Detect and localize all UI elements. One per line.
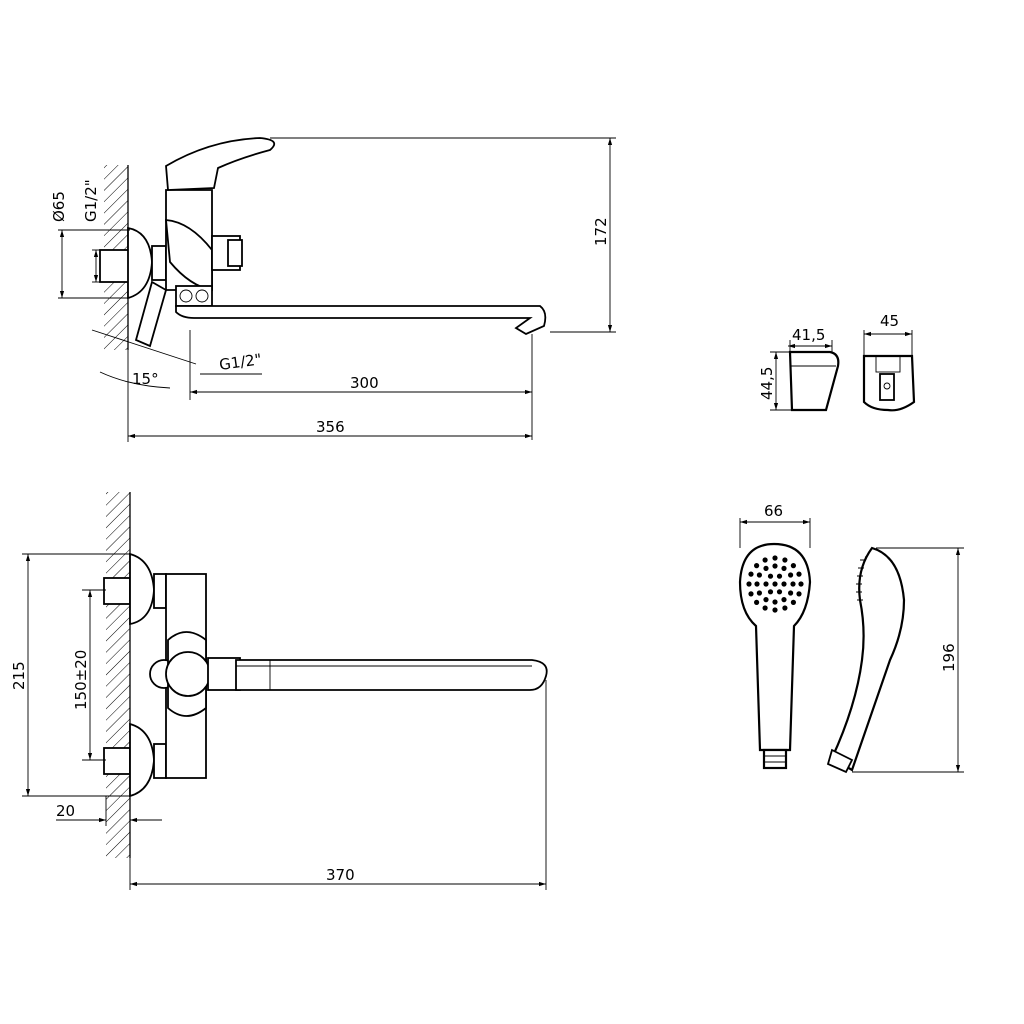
- shower-holder: 41,5 44,5 45: [758, 312, 916, 412]
- label-spout-reach: 300: [350, 374, 379, 392]
- shower-hole: [772, 555, 778, 561]
- label-outlet-thread: G1/2": [218, 350, 263, 374]
- label-angle: 15°: [132, 370, 159, 388]
- shower-hole: [772, 599, 778, 605]
- shower-hole: [756, 572, 763, 578]
- shower-hole: [790, 581, 796, 587]
- shower-hole: [767, 573, 774, 579]
- label-holder-width: 41,5: [792, 326, 825, 344]
- shower-hole: [781, 597, 787, 603]
- label-holder-height: 44,5: [758, 367, 776, 400]
- shower-hole: [790, 563, 797, 569]
- shower-hole: [798, 581, 804, 587]
- shower-hole: [763, 581, 769, 587]
- shower-hole: [754, 563, 760, 569]
- shower-hole: [748, 591, 754, 597]
- shower-front: [738, 542, 812, 752]
- label-shower-length: 196: [940, 643, 958, 672]
- shower-hole: [756, 590, 763, 596]
- shower-hole: [762, 605, 768, 611]
- inlet-fitting-top: [99, 249, 131, 283]
- spout-side: [175, 305, 547, 336]
- shower-hole: [762, 557, 768, 563]
- shower-hole: [790, 599, 797, 606]
- spout-front: [235, 659, 548, 691]
- wall-front: [106, 492, 130, 858]
- label-head-diameter: 66: [764, 502, 783, 520]
- label-outlet-diameter: Ø65: [50, 191, 68, 222]
- lever-handle-side: [165, 137, 276, 191]
- shower-hole: [746, 581, 752, 587]
- label-wall-offset: 20: [56, 802, 75, 820]
- shower-hole: [763, 597, 769, 603]
- front-view: 215 150±20 20 370: [10, 492, 548, 890]
- shower-hole: [748, 571, 754, 577]
- escutcheon-top: [127, 226, 153, 300]
- lever-hub-front: [165, 651, 211, 697]
- shower-hole: [782, 557, 788, 563]
- shower-hole: [776, 573, 783, 579]
- label-centers: 150±20: [72, 650, 90, 710]
- shower-hole: [776, 589, 783, 595]
- label-total-length: 356: [316, 418, 345, 436]
- shower-hole: [788, 590, 794, 596]
- label-front-length: 370: [326, 866, 355, 884]
- label-front-height: 215: [10, 661, 28, 690]
- hand-shower: 66 196: [738, 502, 964, 774]
- shower-hole: [782, 605, 788, 611]
- shower-holes: [746, 555, 804, 613]
- shower-hole: [754, 581, 760, 587]
- shower-hole: [772, 581, 778, 587]
- holder-side: [788, 350, 840, 412]
- shower-hole: [796, 591, 802, 597]
- shower-hole: [754, 599, 760, 606]
- shower-hole: [772, 563, 778, 569]
- label-inlet-thread: G1/2": [82, 179, 100, 222]
- shower-hole: [772, 607, 778, 613]
- shower-hole: [796, 571, 802, 577]
- shower-hole: [763, 565, 769, 572]
- shower-hole: [781, 581, 787, 587]
- shower-hole: [788, 572, 794, 578]
- shower-hole: [781, 565, 787, 572]
- top-view: 15° Ø65 G1/2" G1/2" 172 300 356: [50, 137, 616, 442]
- shower-hole: [767, 589, 774, 595]
- label-holder-front-width: 45: [880, 312, 899, 330]
- label-height: 172: [592, 217, 610, 246]
- shower-side: [830, 546, 906, 772]
